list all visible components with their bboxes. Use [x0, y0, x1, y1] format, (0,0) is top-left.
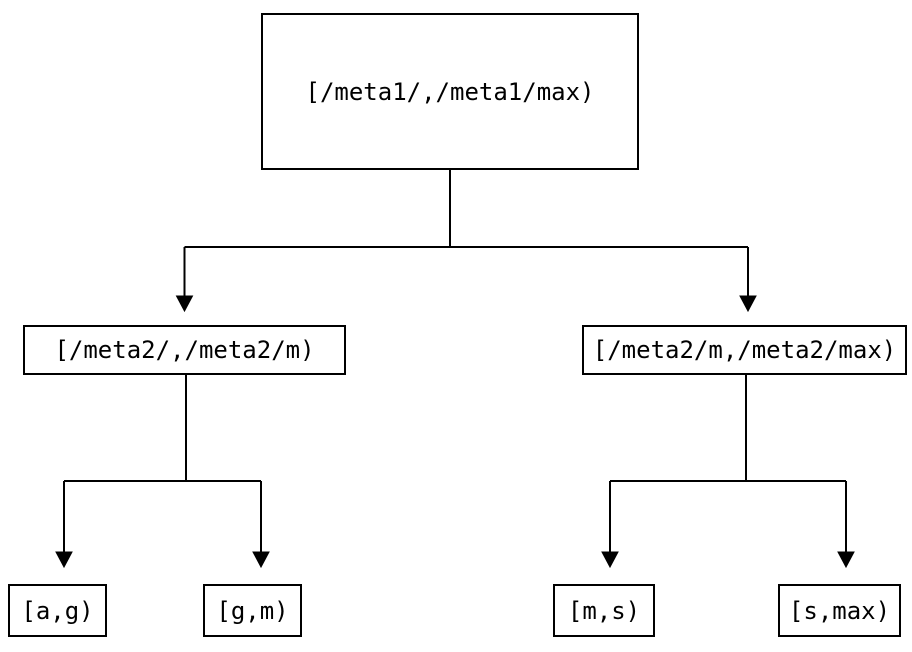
arrowhead-down-icon [837, 551, 855, 569]
node-right-child: [/meta2/m,/meta2/max) [582, 325, 907, 375]
node-leaf-smax: [s,max) [778, 584, 901, 637]
node-right-child-label: [/meta2/m,/meta2/max) [592, 336, 897, 364]
edge-right-child-to-leaves [601, 375, 855, 569]
node-leaf-ms-label: [m,s) [567, 596, 641, 625]
node-root-label: [/meta1/,/meta1/max) [305, 77, 595, 106]
edge-root-to-children [175, 170, 757, 313]
node-leaf-ag: [a,g) [8, 584, 107, 637]
arrowhead-down-icon [55, 551, 73, 569]
node-left-child: [/meta2/,/meta2/m) [23, 325, 346, 375]
node-leaf-ms: [m,s) [553, 584, 655, 637]
node-root: [/meta1/,/meta1/max) [261, 13, 639, 170]
node-leaf-gm: [g,m) [203, 584, 302, 637]
arrowhead-down-icon [252, 551, 270, 569]
node-left-child-label: [/meta2/,/meta2/m) [54, 336, 315, 364]
arrowhead-down-icon [739, 295, 757, 313]
node-leaf-ag-label: [a,g) [21, 596, 94, 625]
arrowhead-down-icon [175, 295, 194, 313]
node-leaf-smax-label: [s,max) [788, 596, 891, 625]
edge-left-child-to-leaves [55, 375, 270, 569]
node-leaf-gm-label: [g,m) [216, 596, 289, 625]
arrowhead-down-icon [601, 551, 619, 569]
